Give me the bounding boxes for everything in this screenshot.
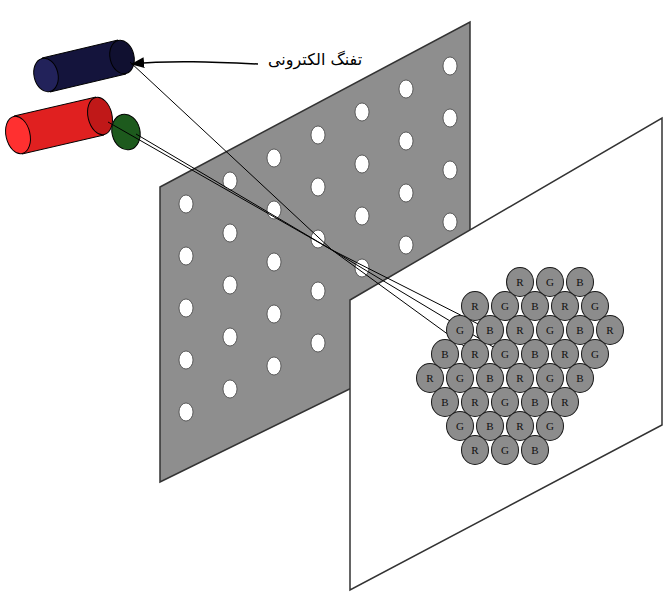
leader-arrow [132,62,258,64]
color-letter: G [546,421,554,432]
phosphor-dot: B [521,435,549,465]
color-letter: G [501,301,509,312]
mask-hole [179,247,193,265]
mask-hole [355,103,369,121]
color-letter: R [561,349,568,360]
color-letter: B [576,325,583,336]
color-letter: R [471,301,478,312]
color-letter: G [456,373,464,384]
mask-hole [179,299,193,317]
mask-hole [179,195,193,213]
mask-hole [443,161,457,179]
color-letter: B [486,373,493,384]
color-letter: R [426,373,433,384]
part-label: تفنگ الکترونی [268,50,362,69]
mask-hole [443,57,457,75]
color-letter: R [561,397,568,408]
mask-hole [311,282,325,300]
color-letter: B [576,277,583,288]
phosphor-dot: G [491,435,519,465]
phosphor-screen [350,118,662,590]
mask-hole [399,236,413,254]
mask-hole [223,380,237,398]
color-letter: B [576,373,583,384]
color-letter: G [546,277,554,288]
mask-hole [223,328,237,346]
mask-hole [223,276,237,294]
mask-hole [267,357,281,375]
mask-hole [399,80,413,98]
color-letter: G [501,349,509,360]
phosphor-dot: R [461,435,489,465]
mask-hole [267,253,281,271]
mask-hole [311,126,325,144]
color-letter: R [471,349,478,360]
color-letter: R [516,421,523,432]
color-letter: B [531,349,538,360]
color-letter: B [486,325,493,336]
color-letter: R [516,277,523,288]
color-letter: B [486,421,493,432]
color-letter: G [546,373,554,384]
blue-gun [30,38,137,95]
color-letter: R [516,373,523,384]
red-gun [2,95,116,156]
mask-hole [267,149,281,167]
mask-hole [443,109,457,127]
color-letter: G [591,301,599,312]
color-letter: R [606,325,613,336]
mask-hole [311,178,325,196]
color-letter: R [561,301,568,312]
mask-hole [311,334,325,352]
color-letter: G [456,421,464,432]
color-letter: R [471,397,478,408]
color-letter: G [501,397,509,408]
color-letter: R [471,445,478,456]
mask-hole [355,155,369,173]
mask-hole [355,207,369,225]
color-letter: G [591,349,599,360]
color-letter: R [516,325,523,336]
color-letter: G [501,445,509,456]
mask-hole [223,224,237,242]
color-letter: B [531,445,538,456]
color-letter: B [531,397,538,408]
mask-hole [443,213,457,231]
mask-hole [267,305,281,323]
electron-guns [2,38,144,156]
color-letter: B [531,301,538,312]
color-letter: B [441,397,448,408]
mask-hole [399,132,413,150]
mask-hole [399,184,413,202]
color-letter: G [546,325,554,336]
color-letter: B [441,349,448,360]
mask-hole [179,403,193,421]
color-letter: G [456,325,464,336]
mask-hole [179,351,193,369]
electron-beams [108,62,332,250]
electron-beams-screen [332,250,505,354]
